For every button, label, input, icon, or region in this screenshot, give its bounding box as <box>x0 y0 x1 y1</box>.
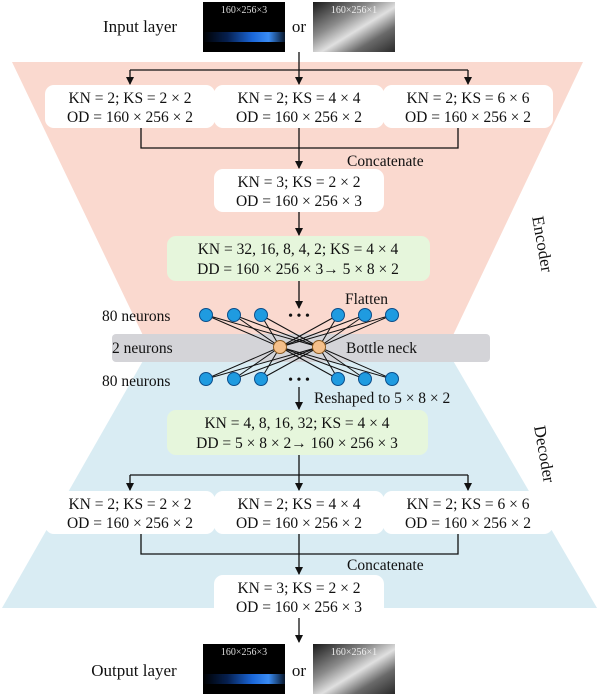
decoder-concatenate-label: Concatenate <box>347 557 424 574</box>
svg-text:160×256×3: 160×256×3 <box>221 647 267 658</box>
svg-text:OD = 160 × 256 × 2: OD = 160 × 256 × 2 <box>405 515 531 532</box>
svg-text:KN = 2; KS = 6 × 6: KN = 2; KS = 6 × 6 <box>406 90 529 107</box>
decoder-label: Decoder <box>530 424 559 484</box>
output-image-gray: 160×256×1 <box>313 644 395 694</box>
input-layer-label: Input layer <box>103 17 177 36</box>
input-or-label: or <box>292 17 307 36</box>
encoder-merge-box: KN = 3; KS = 2 × 2 OD = 160 × 256 × 3 <box>214 169 384 212</box>
middle-neurons <box>273 340 326 354</box>
encoder-branch-2: KN = 2; KS = 4 × 4 OD = 160 × 256 × 2 <box>214 85 384 128</box>
svg-text:KN = 2; KS = 6 × 6: KN = 2; KS = 6 × 6 <box>406 496 529 513</box>
svg-text:OD = 160 × 256 × 2: OD = 160 × 256 × 2 <box>67 515 193 532</box>
svg-text:KN = 2; KS = 4 × 4: KN = 2; KS = 4 × 4 <box>237 496 360 513</box>
svg-text:KN = 4, 8, 16, 32; KS = 4 × 4: KN = 4, 8, 16, 32; KS = 4 × 4 <box>204 415 389 432</box>
svg-text:OD = 160 × 256 × 2: OD = 160 × 256 × 2 <box>236 515 362 532</box>
bottom-neurons-label: 80 neurons <box>102 373 170 390</box>
decoder-deconv-box: KN = 4, 8, 16, 32; KS = 4 × 4 DD = 5 × 8… <box>167 410 428 455</box>
svg-text:OD = 160 × 256 × 3: OD = 160 × 256 × 3 <box>236 599 362 616</box>
bottleneck-label: Bottle neck <box>346 340 417 357</box>
svg-text:OD = 160 × 256 × 2: OD = 160 × 256 × 2 <box>236 109 362 126</box>
svg-text:DD = 160 × 256 × 3→ 5 × 8 × 2: DD = 160 × 256 × 3→ 5 × 8 × 2 <box>197 261 399 278</box>
decoder-branch-3: KN = 2; KS = 6 × 6 OD = 160 × 256 × 2 <box>383 491 553 534</box>
svg-text:OD = 160 × 256 × 2: OD = 160 × 256 × 2 <box>405 109 531 126</box>
svg-text:160×256×1: 160×256×1 <box>331 5 377 16</box>
svg-text:KN = 32, 16, 8, 4, 2; KS = 4 ×: KN = 32, 16, 8, 4, 2; KS = 4 × 4 <box>198 241 399 258</box>
encoder-concatenate-label: Concatenate <box>347 153 424 170</box>
top-ellipsis: • • • <box>288 309 310 324</box>
svg-text:DD = 5 × 8 × 2→ 160 × 256 × 3: DD = 5 × 8 × 2→ 160 × 256 × 3 <box>196 435 398 452</box>
output-layer-label: Output layer <box>91 661 177 680</box>
svg-text:OD = 160 × 256 × 3: OD = 160 × 256 × 3 <box>236 193 362 210</box>
flatten-label: Flatten <box>345 291 388 308</box>
decoder-branch-2: KN = 2; KS = 4 × 4 OD = 160 × 256 × 2 <box>214 491 384 534</box>
middle-neurons-label: 2 neurons <box>112 340 173 357</box>
reshape-label: Reshaped to 5 × 8 × 2 <box>314 390 450 407</box>
encoder-label: Encoder <box>528 215 557 274</box>
bottom-neurons <box>199 372 399 386</box>
svg-text:KN = 2; KS = 2 × 2: KN = 2; KS = 2 × 2 <box>68 496 191 513</box>
input-image-rgb: 160×256×3 <box>203 2 285 52</box>
svg-text:KN = 2; KS = 2 × 2: KN = 2; KS = 2 × 2 <box>68 90 191 107</box>
svg-text:KN = 3; KS = 2 × 2: KN = 3; KS = 2 × 2 <box>237 174 360 191</box>
decoder-branch-1: KN = 2; KS = 2 × 2 OD = 160 × 256 × 2 <box>45 491 215 534</box>
output-or-label: or <box>292 661 307 680</box>
svg-text:KN = 3; KS = 2 × 2: KN = 3; KS = 2 × 2 <box>237 580 360 597</box>
encoder-branch-3: KN = 2; KS = 6 × 6 OD = 160 × 256 × 2 <box>383 85 553 128</box>
svg-text:160×256×3: 160×256×3 <box>221 5 267 16</box>
top-neurons <box>199 308 399 322</box>
encoder-conv-box: KN = 32, 16, 8, 4, 2; KS = 4 × 4 DD = 16… <box>167 236 430 281</box>
bottleneck-band <box>112 334 490 362</box>
top-neurons-label: 80 neurons <box>102 308 170 325</box>
input-image-gray: 160×256×1 <box>313 2 395 52</box>
decoder-merge-box: KN = 3; KS = 2 × 2 OD = 160 × 256 × 3 <box>214 575 384 618</box>
bottom-ellipsis: • • • <box>288 373 310 388</box>
svg-text:160×256×1: 160×256×1 <box>331 647 377 658</box>
output-image-rgb: 160×256×3 <box>203 644 285 694</box>
svg-text:OD = 160 × 256 × 2: OD = 160 × 256 × 2 <box>67 109 193 126</box>
svg-text:KN = 2; KS = 4 × 4: KN = 2; KS = 4 × 4 <box>237 90 360 107</box>
encoder-branch-1: KN = 2; KS = 2 × 2 OD = 160 × 256 × 2 <box>45 85 215 128</box>
